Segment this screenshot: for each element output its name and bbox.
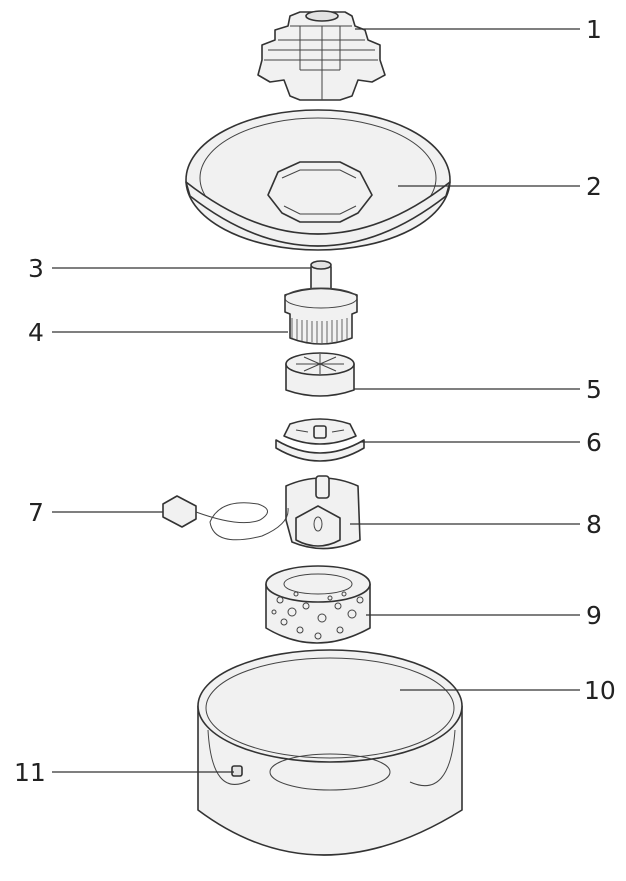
part-2-top-tray [185, 109, 451, 251]
callout-10: 10 [584, 676, 616, 705]
part-1-spout-cap [257, 10, 386, 101]
callout-11: 11 [14, 758, 46, 787]
part-10-base-bowl [197, 649, 463, 856]
part-7-power-cable [162, 495, 289, 541]
callout-4: 4 [28, 318, 44, 347]
part-6-pump-seat [275, 418, 365, 462]
callout-6: 6 [586, 428, 602, 457]
leader-lines [52, 28, 580, 773]
part-9-sponge-ring [265, 565, 371, 644]
callout-1: 1 [586, 15, 602, 44]
callout-labels: 1 2 3 4 5 6 7 8 9 10 11 [14, 15, 616, 787]
part-8-pump-body [285, 475, 361, 550]
callout-9: 9 [586, 601, 602, 630]
callout-5: 5 [586, 375, 602, 404]
part-5-filter-cartridge [285, 352, 355, 397]
callout-8: 8 [586, 510, 602, 539]
callout-7: 7 [28, 498, 44, 527]
part-4-filter-housing [284, 287, 358, 345]
callout-3: 3 [28, 254, 44, 283]
callout-2: 2 [586, 172, 602, 201]
part-11-cable-groove [231, 765, 243, 777]
